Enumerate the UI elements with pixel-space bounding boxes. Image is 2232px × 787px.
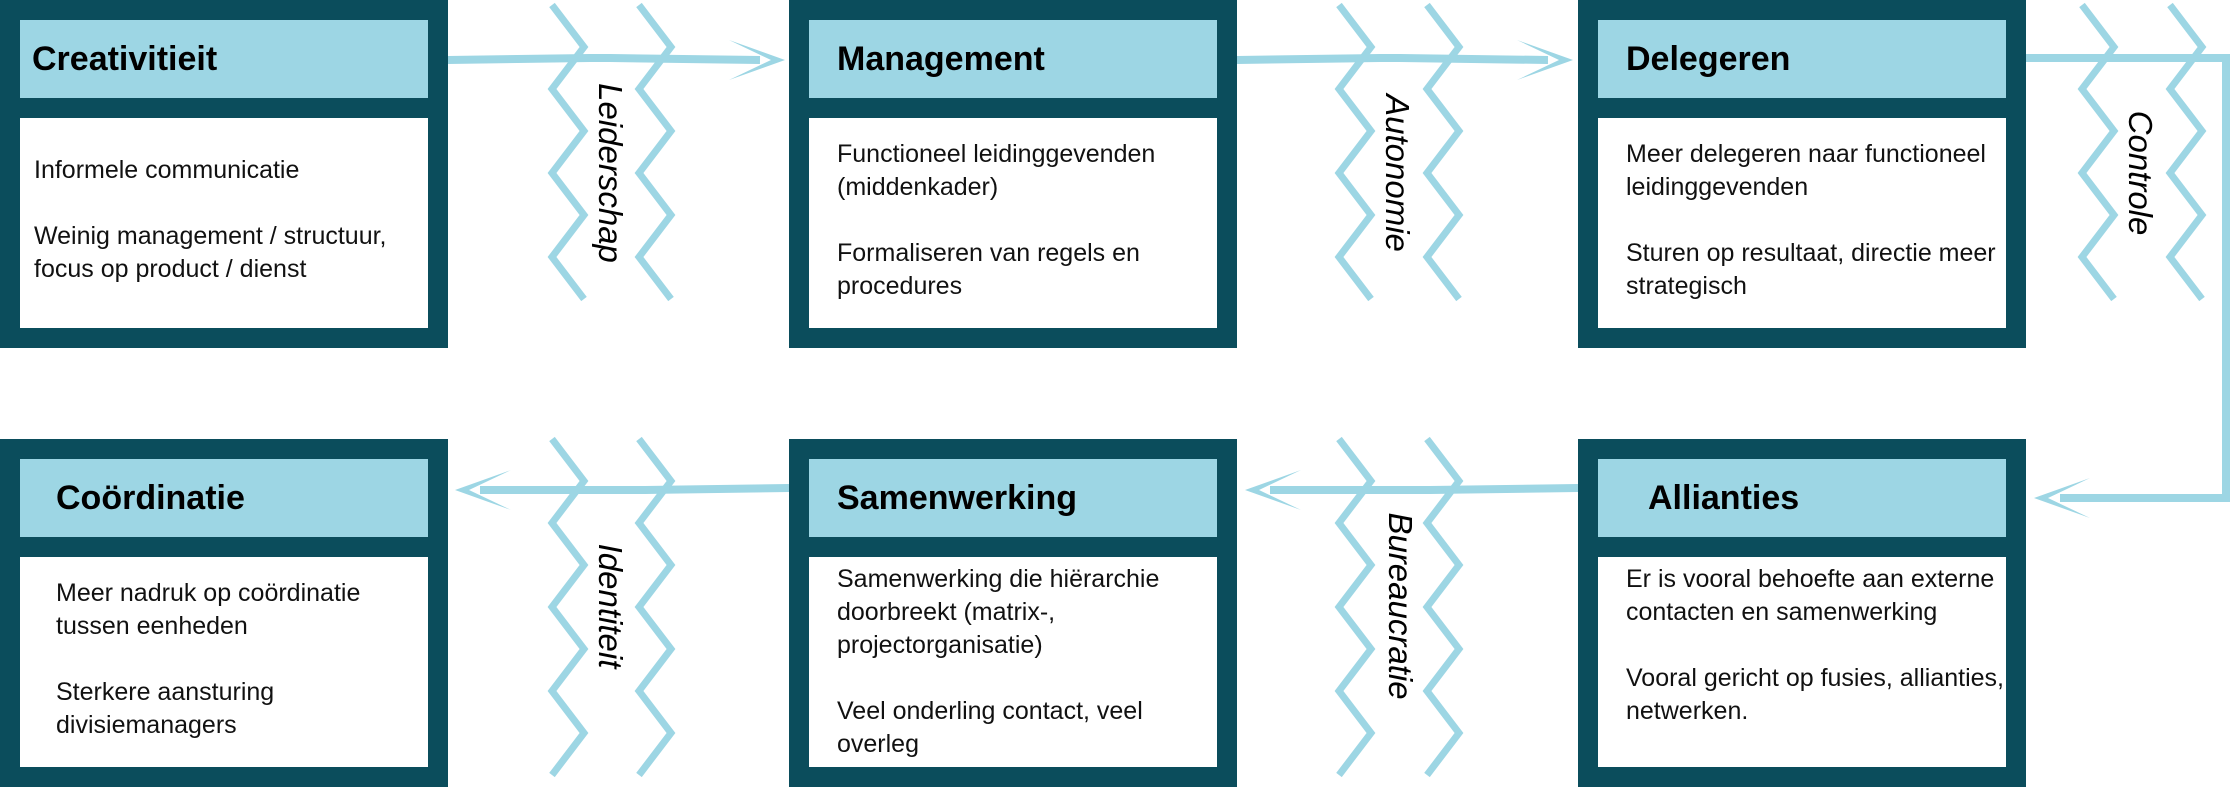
phase-title: Management [809, 20, 1217, 98]
zigzag-barrier [634, 436, 676, 778]
phase-box-allianties: Allianties Er is vooral behoefte aan ext… [1578, 439, 2026, 787]
phase-description: Meer delegeren naar functioneel leidingg… [1598, 118, 2006, 328]
phase-line: Samenwerking die hiërarchie doorbreekt (… [837, 565, 1160, 659]
phase-line: Functioneel leidinggevenden (middenkader… [837, 140, 1156, 201]
arrow-head [1245, 470, 1301, 510]
phase-line: Weinig management / structuur, focus op … [34, 222, 387, 283]
phase-box-samenwerking: Samenwerking Samenwerking die hiërarchie… [789, 439, 1237, 787]
phase-description: Er is vooral behoefte aan externe contac… [1598, 557, 2006, 767]
crisis-label-bureaucratie: Bureaucratie [1382, 512, 1419, 700]
phase-title: Delegeren [1598, 20, 2006, 98]
phase-line: Sterkere aansturing divisiemanagers [56, 678, 275, 739]
phase-description: Meer nadruk op coördinatie tussen eenhed… [20, 557, 428, 767]
zigzag-barrier [2165, 2, 2207, 302]
phase-line: Vooral gericht op fusies, allianties, ne… [1626, 664, 2004, 725]
phase-line: Er is vooral behoefte aan externe contac… [1626, 565, 1995, 626]
zigzag-barrier [1334, 2, 1376, 302]
phase-line: Meer delegeren naar functioneel leidingg… [1626, 140, 1986, 201]
flow-line [480, 484, 790, 494]
phase-line: Veel onderling contact, veel overleg [837, 697, 1143, 758]
phase-title: Allianties [1598, 459, 2006, 537]
phase-description: Functioneel leidinggevenden (middenkader… [809, 118, 1217, 328]
crisis-label-leiderschap: Leiderschap [592, 83, 629, 263]
phase-description: Samenwerking die hiërarchie doorbreekt (… [809, 557, 1217, 767]
crisis-label-controle: Controle [2122, 110, 2159, 236]
zigzag-barrier [547, 2, 589, 302]
zigzag-barrier [1334, 436, 1376, 778]
arrow-head [729, 40, 785, 80]
zigzag-barrier [1422, 436, 1464, 778]
flow-line [447, 54, 761, 64]
phase-box-management: Management Functioneel leidinggevenden (… [789, 0, 1237, 348]
zigzag-barrier [1422, 2, 1464, 302]
phase-box-creativiteit: Creativitieit Informele communicatie Wei… [0, 0, 448, 348]
zigzag-barrier [634, 2, 676, 302]
phase-title: Samenwerking [809, 459, 1217, 537]
phase-box-coordinatie: Coördinatie Meer nadruk op coördinatie t… [0, 439, 448, 787]
arrow-head [1517, 40, 1573, 80]
crisis-label-autonomie: Autonomie [1379, 94, 1416, 252]
phase-box-delegeren: Delegeren Meer delegeren naar functionee… [1578, 0, 2026, 348]
flow-line [1236, 54, 1549, 64]
phase-title: Coördinatie [20, 459, 428, 537]
phase-line: Formaliseren van regels en procedures [837, 239, 1140, 300]
arrow-head [455, 470, 511, 510]
phase-title: Creativitieit [20, 20, 428, 98]
phase-description: Informele communicatie Weinig management… [20, 118, 428, 328]
flow-line [2026, 54, 2230, 502]
flow-line [1270, 484, 1579, 494]
zigzag-barrier [547, 436, 589, 778]
arrow-head [2034, 478, 2090, 518]
zigzag-barrier [2077, 2, 2119, 302]
phase-line: Meer nadruk op coördinatie tussen eenhed… [56, 579, 361, 640]
crisis-label-identiteit: Identiteit [592, 543, 629, 669]
phase-line: Informele communicatie [34, 156, 300, 184]
phase-line: Sturen op resultaat, directie meer strat… [1626, 239, 1996, 300]
